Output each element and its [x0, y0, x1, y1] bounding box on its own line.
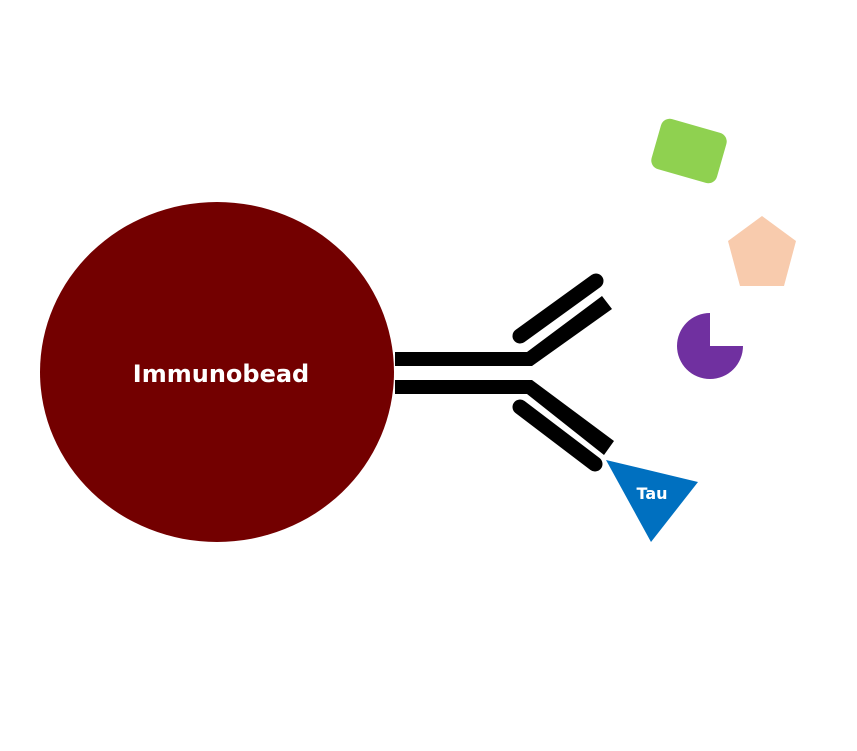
- immunobead: Immunobead: [40, 202, 394, 542]
- tau-label: Tau: [636, 484, 667, 503]
- tau-triangle: [606, 460, 698, 542]
- antibody-heavy-chain-upper: [395, 296, 612, 366]
- immunobead-label: Immunobead: [133, 360, 309, 388]
- antibody-light-chain-lower: [512, 399, 603, 472]
- immunobead-circle: [40, 202, 394, 542]
- antibody: [395, 273, 614, 472]
- tau-antigen: Tau: [606, 460, 698, 542]
- green-molecule: [651, 118, 727, 184]
- antibody-light-chain-upper: [512, 273, 604, 344]
- peach-pentagon-molecule: [728, 216, 796, 286]
- purple-pac-molecule: [677, 313, 743, 379]
- antibody-heavy-chain-lower: [395, 380, 614, 455]
